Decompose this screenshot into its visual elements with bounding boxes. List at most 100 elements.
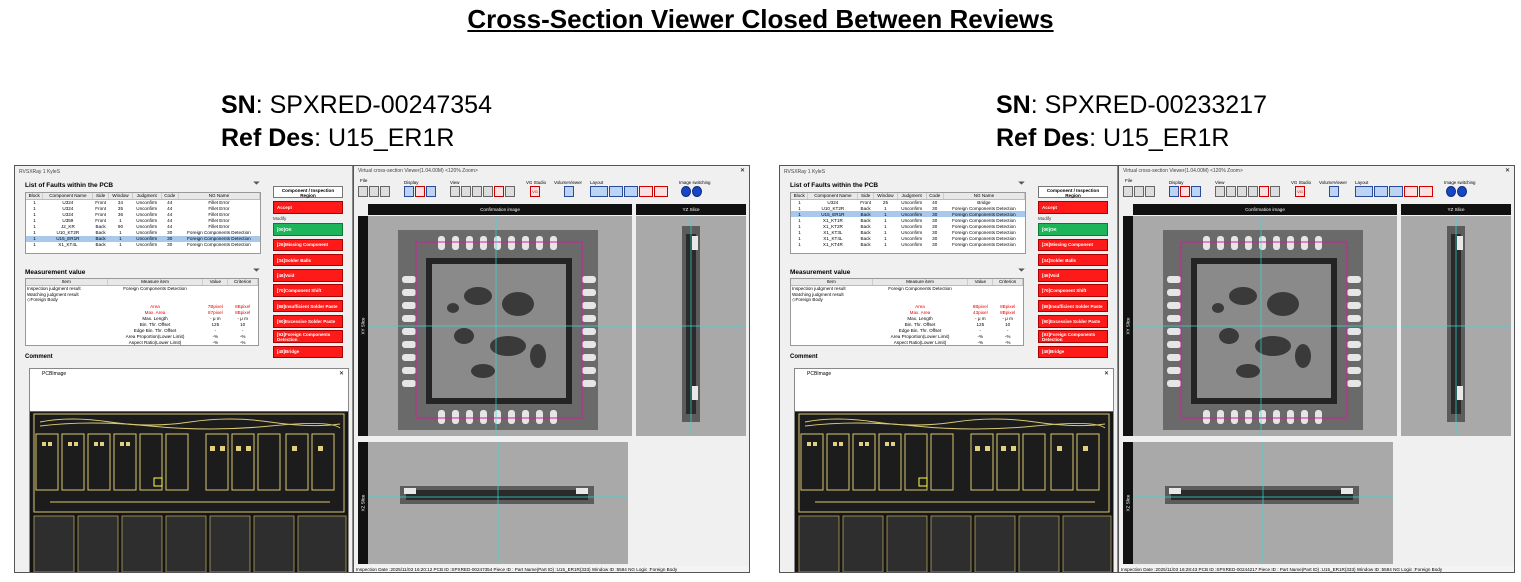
column-header[interactable]: Side	[857, 193, 874, 200]
component-region-button[interactable]: Component / Inspection Region	[1038, 186, 1108, 198]
display-single-icon[interactable]	[1169, 186, 1179, 197]
volumeviewer-icon[interactable]	[1329, 186, 1339, 197]
ng-button[interactable]: [88]Insufficient Solder Paste	[273, 299, 343, 313]
column-header[interactable]: Block	[791, 193, 809, 200]
layout-icon[interactable]	[654, 186, 668, 197]
save-as-icon[interactable]	[380, 186, 390, 197]
filter-icon[interactable]: ⏷	[1018, 265, 1026, 275]
column-header[interactable]: Code	[161, 193, 179, 200]
ng-button[interactable]: [00]OK	[1038, 223, 1108, 236]
column-header[interactable]: Window	[108, 193, 133, 200]
menu-file[interactable]: File	[360, 178, 368, 183]
ng-button[interactable]: [70]Component Shift	[1038, 284, 1108, 297]
play-right-icon[interactable]	[1457, 186, 1467, 197]
vgstudio-icon[interactable]: VG	[530, 186, 540, 197]
ng-button[interactable]: [70]Component Shift	[273, 284, 343, 297]
view-tool-icon[interactable]	[505, 186, 515, 197]
view-tool-icon[interactable]	[483, 186, 493, 197]
view-tool-icon[interactable]	[1226, 186, 1236, 197]
display-grid-icon[interactable]	[1191, 186, 1201, 197]
view-tool-icon[interactable]	[472, 186, 482, 197]
column-header[interactable]: Block	[26, 193, 44, 200]
accept-button[interactable]: Accept	[1038, 201, 1108, 214]
column-header[interactable]: Code	[926, 193, 944, 200]
ng-button[interactable]: [46]Void	[273, 269, 343, 282]
display-grid-icon[interactable]	[426, 186, 436, 197]
layout-icon[interactable]	[624, 186, 638, 197]
column-header[interactable]: Judgment	[132, 193, 162, 200]
ng-button[interactable]: [90]Excessive Solder Paste	[1038, 315, 1108, 328]
vgstudio-icon[interactable]: VG	[1295, 186, 1305, 197]
play-left-icon[interactable]	[1446, 186, 1456, 197]
layout-icon[interactable]	[1374, 186, 1388, 197]
column-header[interactable]: NG Name	[943, 193, 1025, 200]
layout-icon[interactable]	[590, 186, 608, 197]
ng-button[interactable]: [34]Solder Balls	[1038, 253, 1108, 267]
layout-icon[interactable]	[639, 186, 653, 197]
ng-button[interactable]: [00]OK	[273, 223, 343, 236]
ng-button[interactable]: [26]Missing Component	[273, 238, 343, 252]
ng-button[interactable]: [34]Solder Balls	[273, 253, 343, 267]
close-icon[interactable]: ✕	[1504, 168, 1510, 174]
save-icon[interactable]	[1134, 186, 1144, 197]
yz-slice-view[interactable]	[636, 216, 746, 436]
open-icon[interactable]	[358, 186, 368, 197]
filter-icon[interactable]: ⏷	[253, 178, 261, 188]
column-header[interactable]: Window	[873, 193, 898, 200]
view-tool-icon[interactable]	[1248, 186, 1258, 197]
column-header[interactable]: Component Name	[42, 193, 94, 200]
layout-icon[interactable]	[1355, 186, 1373, 197]
column-header[interactable]: Side	[92, 193, 109, 200]
filter-icon[interactable]: ⏷	[1018, 178, 1026, 188]
pcb-image[interactable]	[30, 411, 348, 572]
view-color-icon[interactable]	[494, 186, 504, 197]
view-tool-icon[interactable]	[461, 186, 471, 197]
save-as-icon[interactable]	[1145, 186, 1155, 197]
component-region-button[interactable]: Component / Inspection Region	[273, 186, 343, 198]
ng-button[interactable]: [48]Bridge	[1038, 345, 1108, 359]
ng-button[interactable]: [46]Void	[1038, 269, 1108, 282]
layout-icon[interactable]	[609, 186, 623, 197]
layout-icon[interactable]	[1389, 186, 1403, 197]
yz-slice-view[interactable]	[1401, 216, 1511, 436]
display-overlay-icon[interactable]	[1180, 186, 1190, 197]
open-icon[interactable]	[1123, 186, 1133, 197]
ng-button[interactable]: [93]Foreign Components Detection	[273, 330, 343, 343]
display-single-icon[interactable]	[404, 186, 414, 197]
view-tool-icon[interactable]	[1237, 186, 1247, 197]
ng-button[interactable]: [48]Bridge	[273, 345, 343, 359]
layout-icon[interactable]	[1404, 186, 1418, 197]
display-overlay-icon[interactable]	[415, 186, 425, 197]
layout-icon[interactable]	[1419, 186, 1433, 197]
close-icon[interactable]: ✕	[739, 168, 745, 174]
xy-slice-view[interactable]	[1133, 216, 1397, 436]
ng-button[interactable]: [88]Insufficient Solder Paste	[1038, 299, 1108, 313]
close-icon[interactable]: ✕	[1103, 371, 1109, 377]
xy-slice-view[interactable]	[368, 216, 632, 436]
view-tool-icon[interactable]	[1215, 186, 1225, 197]
ng-button[interactable]: [93]Foreign Components Detection	[1038, 330, 1108, 343]
menu-file[interactable]: File	[1125, 178, 1133, 183]
xz-slice-view[interactable]	[1133, 442, 1393, 564]
view-tool-icon[interactable]	[1270, 186, 1280, 197]
column-header[interactable]: NG Name	[178, 193, 260, 200]
play-right-icon[interactable]	[692, 186, 702, 197]
xz-slice-view[interactable]	[368, 442, 628, 564]
accept-button[interactable]: Accept	[273, 201, 343, 214]
